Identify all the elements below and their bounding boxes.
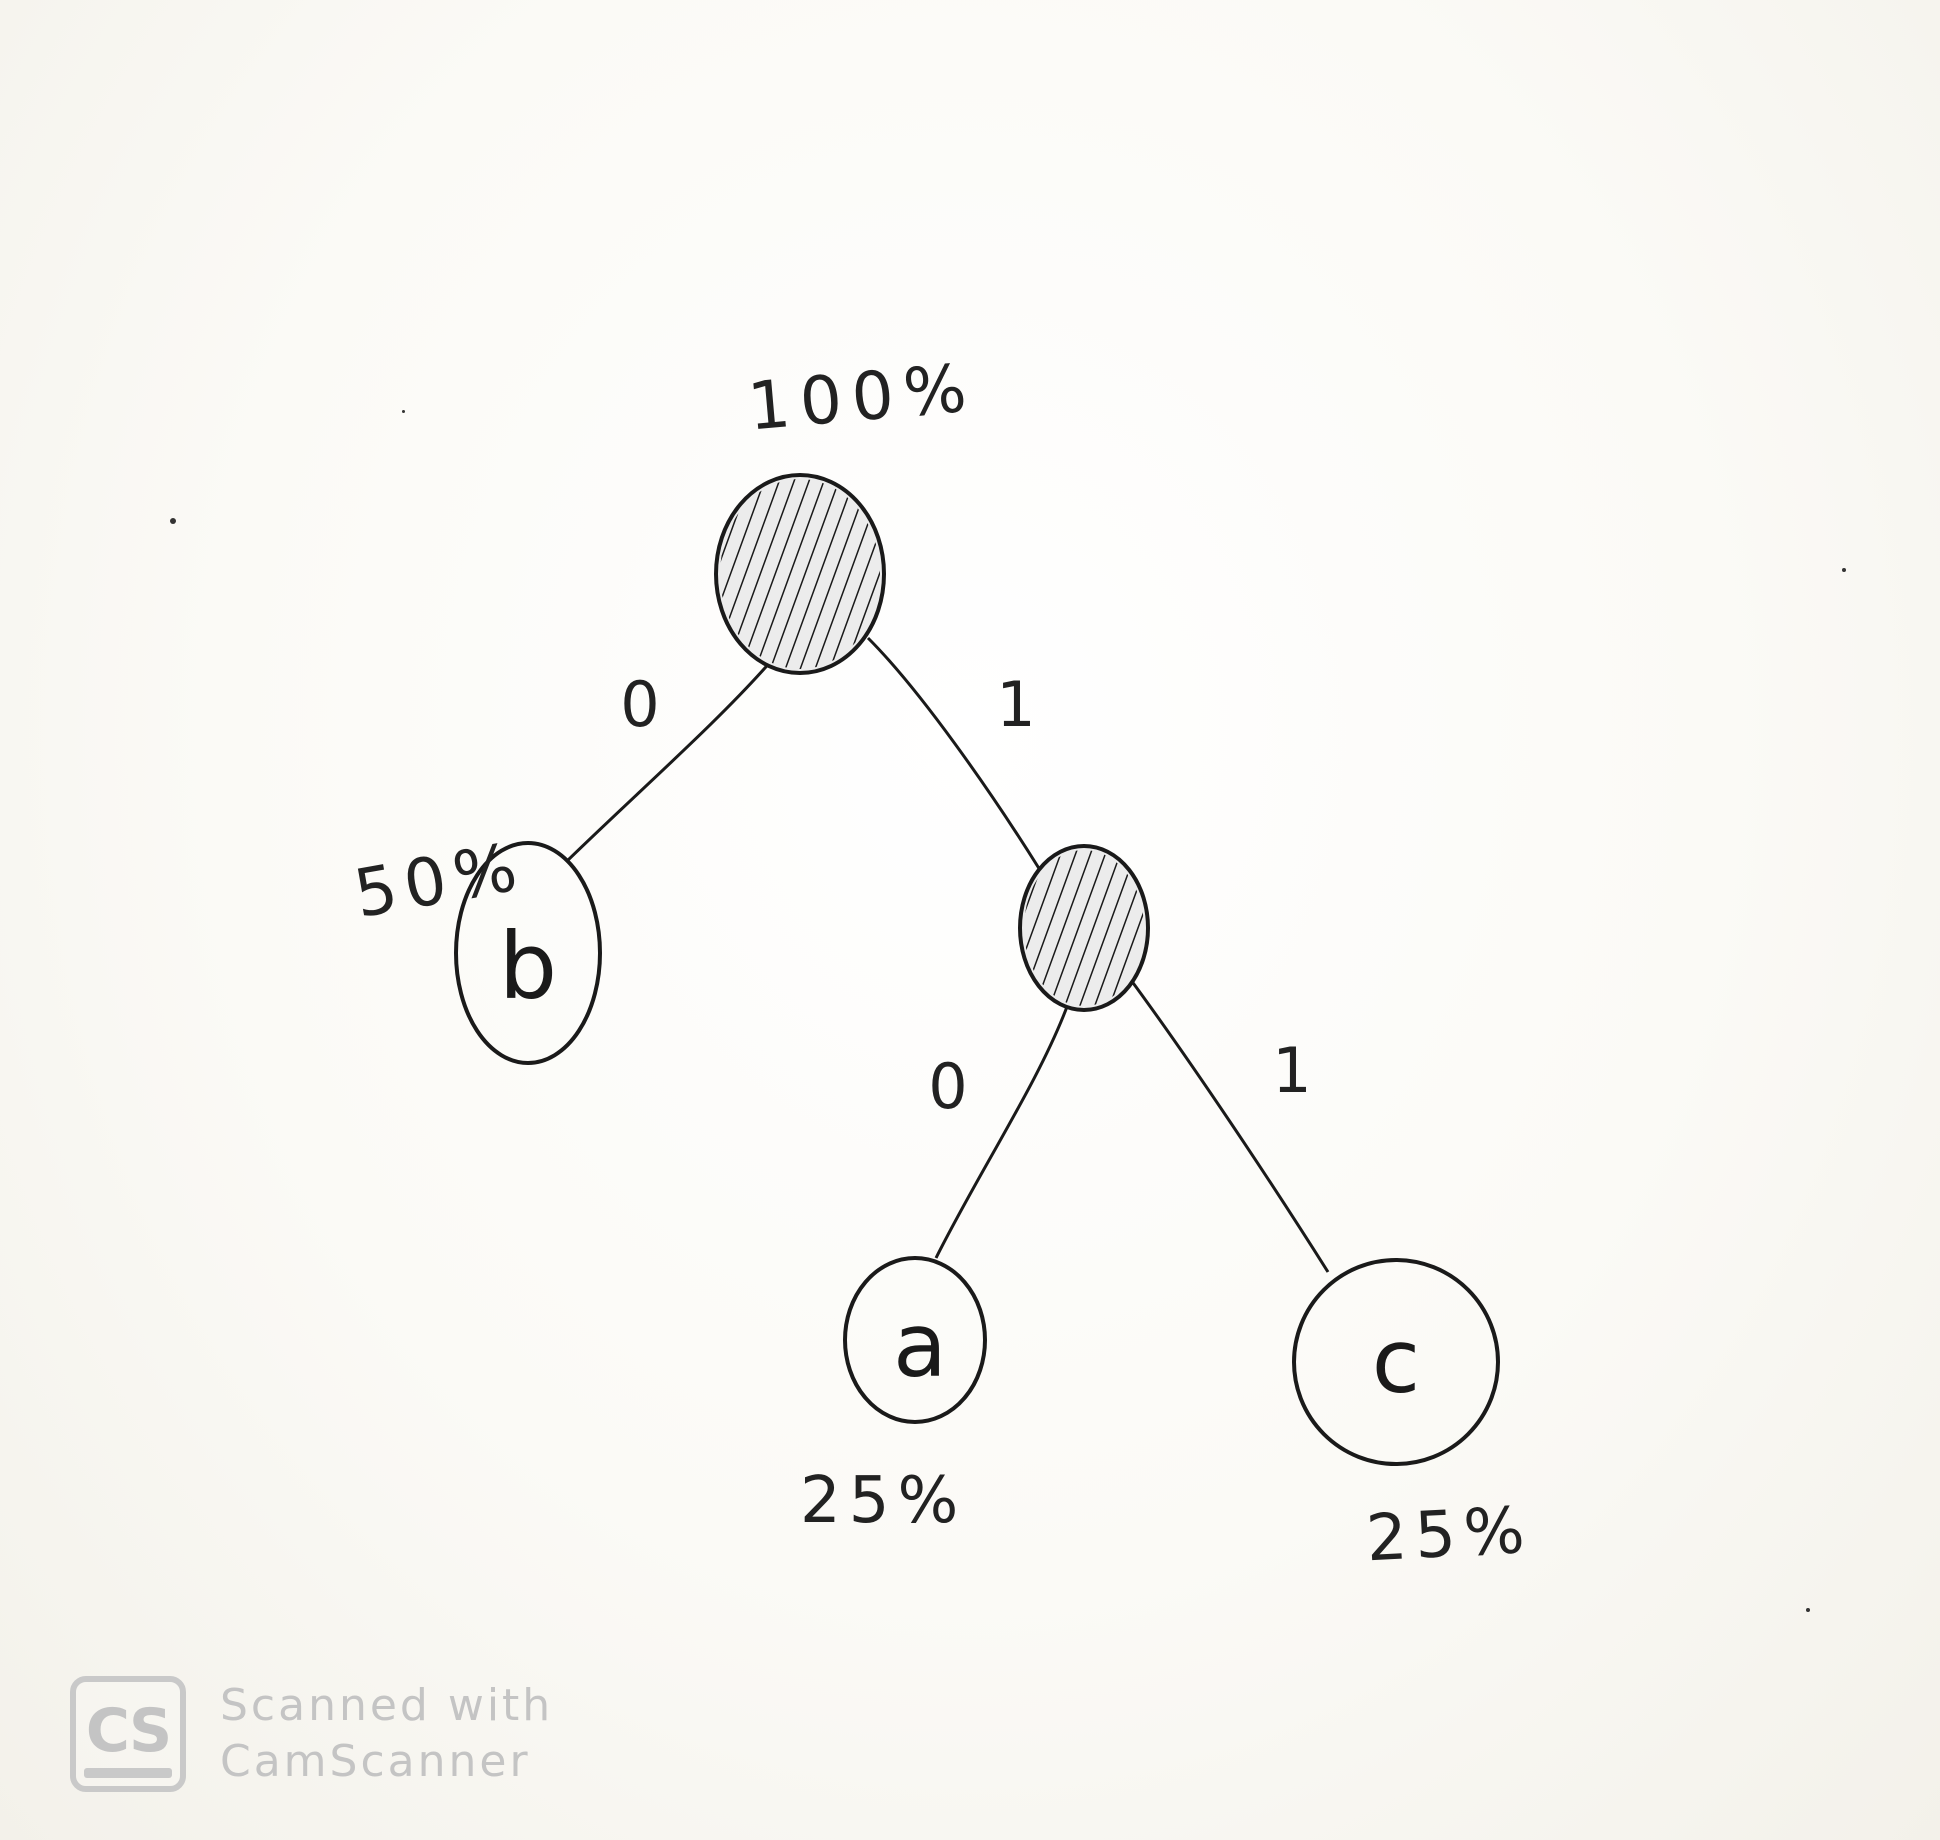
watermark-line-1: Scanned with xyxy=(220,1680,554,1731)
paper-speck xyxy=(170,518,176,524)
camscanner-logo-bar xyxy=(84,1768,172,1778)
leaf-a-percent-label: 25% xyxy=(800,1464,966,1538)
leaf-node-a: a xyxy=(843,1256,987,1424)
leaf-node-c: c xyxy=(1292,1258,1500,1466)
root-node xyxy=(714,473,886,675)
edge-label-root-left: 0 xyxy=(620,668,659,741)
leaf-label-a: a xyxy=(893,1294,947,1397)
edge-root-to-b xyxy=(564,659,774,864)
camscanner-logo-text: CS xyxy=(85,1696,172,1766)
paper-speck xyxy=(402,410,405,413)
edge-inner-to-c xyxy=(1126,975,1330,1273)
edge-inner-to-a xyxy=(934,1003,1070,1259)
edge-label-inner-left: 0 xyxy=(928,1050,967,1123)
leaf-label-b: b xyxy=(499,913,557,1020)
paper-speck xyxy=(1842,568,1846,572)
edge-label-root-right: 1 xyxy=(996,668,1035,741)
leaf-c-percent-label: 25% xyxy=(1364,1494,1534,1577)
paper-speck xyxy=(1806,1608,1810,1612)
root-percent-label: 100% xyxy=(745,349,980,446)
watermark-line-2: CamScanner xyxy=(220,1736,531,1787)
edge-root-to-inner xyxy=(866,636,1042,871)
camscanner-logo-icon: CS xyxy=(70,1676,186,1792)
inner-node xyxy=(1018,844,1150,1012)
leaf-label-c: c xyxy=(1372,1310,1420,1413)
camscanner-watermark: CS Scanned with CamScanner xyxy=(70,1676,590,1796)
edge-label-inner-right: 1 xyxy=(1272,1034,1311,1107)
leaf-node-b: b xyxy=(454,841,602,1065)
